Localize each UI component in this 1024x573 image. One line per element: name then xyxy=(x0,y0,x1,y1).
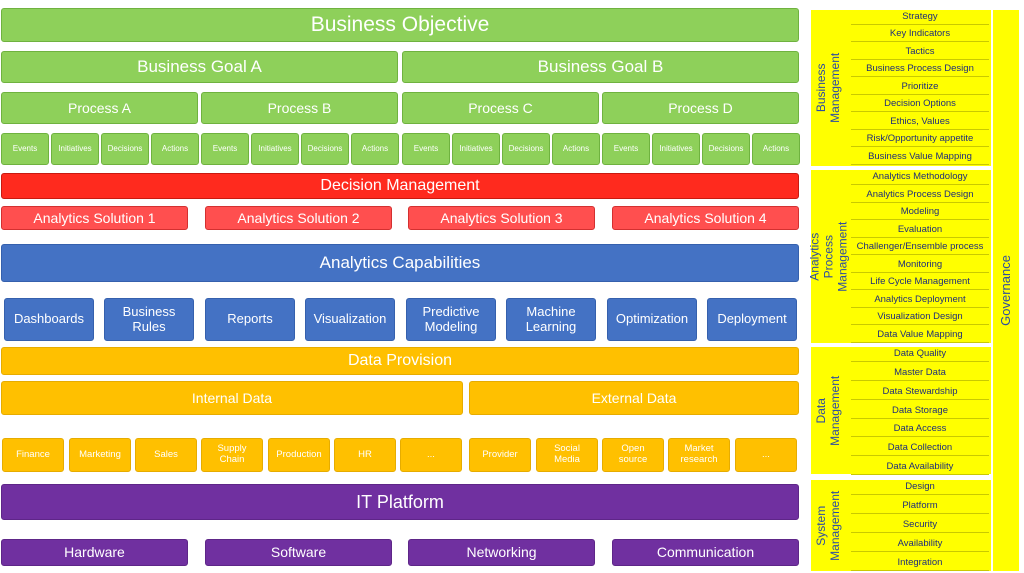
management-item: Strategy xyxy=(851,10,989,25)
management-item: Analytics Process Design xyxy=(851,188,989,203)
capability-box: Machine Learning xyxy=(506,298,596,341)
governance-band xyxy=(993,10,1019,571)
management-item: Evaluation xyxy=(851,223,989,238)
management-item: Modeling xyxy=(851,205,989,220)
management-item: Life Cycle Management xyxy=(851,275,989,290)
internal-source-box: Supply Chain xyxy=(201,438,263,472)
external-source-box: Provider xyxy=(469,438,531,472)
process-step-box: Decisions xyxy=(101,133,149,165)
external-source-box: Open source xyxy=(602,438,664,472)
management-item: Data Collection xyxy=(851,441,989,456)
external-source-box: Market research xyxy=(668,438,730,472)
business-goal-a: Business Goal A xyxy=(1,51,398,83)
decision-management: Decision Management xyxy=(1,173,799,199)
management-group-title: Data Management xyxy=(814,375,843,446)
it-component-box: Networking xyxy=(408,539,595,566)
internal-source-box: Marketing xyxy=(69,438,131,472)
process-step-box: Decisions xyxy=(502,133,550,165)
management-item: Integration xyxy=(851,556,989,571)
process-step-box: Events xyxy=(402,133,450,165)
management-item: Availability xyxy=(851,537,989,552)
analytics-solution-box: Analytics Solution 3 xyxy=(408,206,595,230)
process-box: Process A xyxy=(1,92,198,124)
management-item: Design xyxy=(851,480,989,495)
management-item: Data Access xyxy=(851,422,989,437)
analytics-solution-box: Analytics Solution 1 xyxy=(1,206,188,230)
process-step-box: Decisions xyxy=(702,133,750,165)
internal-source-box: Finance xyxy=(2,438,64,472)
management-item: Business Value Mapping xyxy=(851,150,989,165)
management-item: Key Indicators xyxy=(851,27,989,42)
analytics-solution-box: Analytics Solution 2 xyxy=(205,206,392,230)
data-provision: Data Provision xyxy=(1,347,799,375)
process-step-box: Initiatives xyxy=(452,133,500,165)
process-step-box: Initiatives xyxy=(652,133,700,165)
management-item: Challenger/Ensemble process xyxy=(851,240,989,255)
management-item: Data Quality xyxy=(851,347,989,362)
capability-box: Dashboards xyxy=(4,298,94,341)
internal-source-box: HR xyxy=(334,438,396,472)
process-box: Process B xyxy=(201,92,398,124)
management-item: Data Stewardship xyxy=(851,385,989,400)
management-item: Risk/Opportunity appetite xyxy=(851,132,989,147)
process-box: Process D xyxy=(602,92,799,124)
capability-box: Business Rules xyxy=(104,298,194,341)
management-item: Monitoring xyxy=(851,258,989,273)
process-step-box: Actions xyxy=(752,133,800,165)
internal-data: Internal Data xyxy=(1,381,463,415)
business-goal-b: Business Goal B xyxy=(402,51,799,83)
capability-box: Reports xyxy=(205,298,295,341)
management-item: Visualization Design xyxy=(851,310,989,325)
management-item: Analytics Deployment xyxy=(851,293,989,308)
process-step-box: Initiatives xyxy=(251,133,299,165)
external-data: External Data xyxy=(469,381,799,415)
governance-label: Governance xyxy=(993,10,1019,571)
management-item: Ethics, Values xyxy=(851,115,989,130)
internal-source-box: ... xyxy=(400,438,462,472)
management-item: Analytics Methodology xyxy=(851,170,989,185)
process-step-box: Actions xyxy=(151,133,199,165)
capability-box: Optimization xyxy=(607,298,697,341)
external-source-box: Social Media xyxy=(536,438,598,472)
it-component-box: Communication xyxy=(612,539,799,566)
management-group-title-wrap: Analytics Process Management xyxy=(807,170,849,343)
management-group-title-wrap: Data Management xyxy=(811,347,847,474)
internal-source-box: Production xyxy=(268,438,330,472)
capability-box: Deployment xyxy=(707,298,797,341)
process-step-box: Events xyxy=(1,133,49,165)
management-group-title: System Management xyxy=(814,490,843,561)
process-step-box: Events xyxy=(602,133,650,165)
process-step-box: Initiatives xyxy=(51,133,99,165)
management-item: Data Availability xyxy=(851,460,989,475)
it-component-box: Software xyxy=(205,539,392,566)
process-step-box: Events xyxy=(201,133,249,165)
analytics-capabilities: Analytics Capabilities xyxy=(1,244,799,282)
management-item: Master Data xyxy=(851,366,989,381)
it-platform: IT Platform xyxy=(1,484,799,520)
management-group-title: Business Management xyxy=(814,52,843,124)
governance-title: Governance xyxy=(997,255,1013,326)
management-item: Security xyxy=(851,518,989,533)
management-group-title: Analytics Process Management xyxy=(807,221,849,292)
process-step-box: Actions xyxy=(351,133,399,165)
management-item: Data Storage xyxy=(851,404,989,419)
management-item: Data Value Mapping xyxy=(851,328,989,343)
it-component-box: Hardware xyxy=(1,539,188,566)
management-item: Tactics xyxy=(851,45,989,60)
management-group-title-wrap: System Management xyxy=(811,480,847,571)
external-source-box: ... xyxy=(735,438,797,472)
management-item: Platform xyxy=(851,499,989,514)
capability-box: Predictive Modeling xyxy=(406,298,496,341)
management-item: Decision Options xyxy=(851,97,989,112)
management-item: Business Process Design xyxy=(851,62,989,77)
process-step-box: Decisions xyxy=(301,133,349,165)
process-box: Process C xyxy=(402,92,599,124)
management-item: Prioritize xyxy=(851,80,989,95)
process-step-box: Actions xyxy=(552,133,600,165)
capability-box: Visualization xyxy=(305,298,395,341)
business-objective: Business Objective xyxy=(1,8,799,42)
management-group-title-wrap: Business Management xyxy=(811,10,847,166)
analytics-solution-box: Analytics Solution 4 xyxy=(612,206,799,230)
internal-source-box: Sales xyxy=(135,438,197,472)
